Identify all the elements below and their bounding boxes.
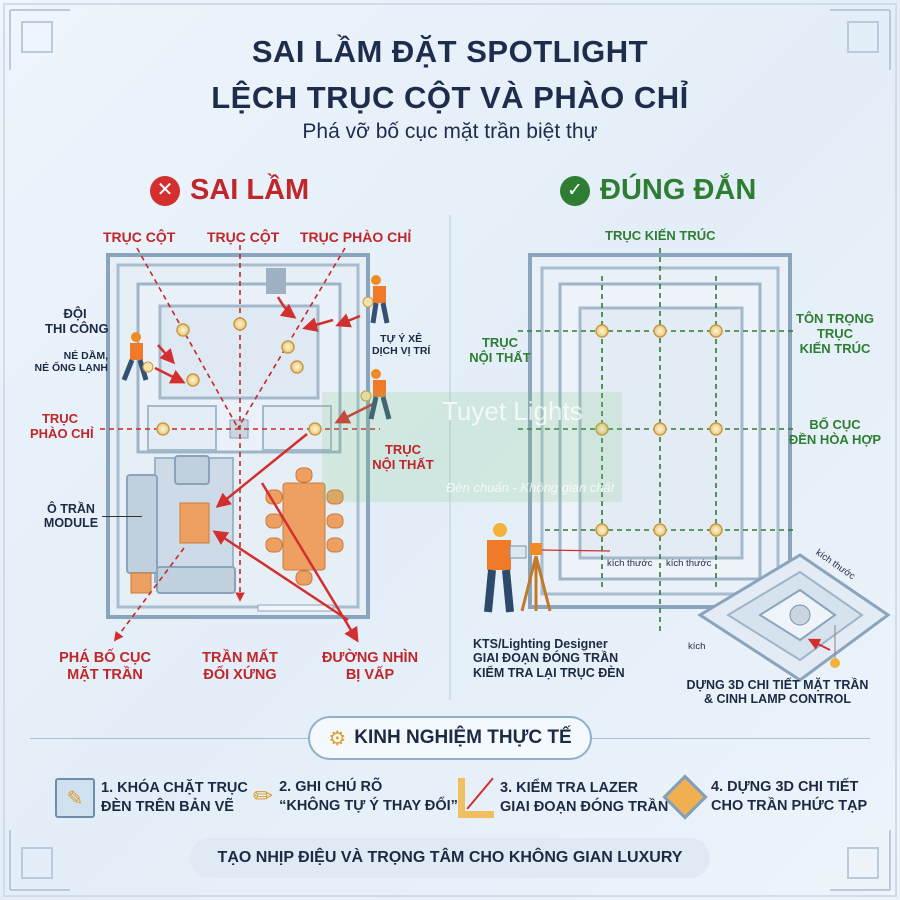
- tip-2: ✏ 2. GHI CHÚ RÕ“KHÔNG TỰ Ý THAY ĐỔI”: [253, 779, 458, 814]
- experience-heading: ⚙ KINH NGHIỆM THỰC TẾ: [308, 716, 592, 760]
- right-heading: ✓ ĐÚNG ĐẮN: [560, 174, 756, 207]
- label-axis-column-1: TRỤC CỘT: [103, 229, 176, 245]
- label-axis-arch: TRỤC KIẾN TRÚC: [605, 228, 716, 243]
- divider-left: [30, 738, 308, 739]
- label-avoid-beams: NÉ DẦM,NÉ ỐNG LẠNH: [34, 350, 109, 375]
- experience-heading-text: KINH NGHIỆM THỰC TẾ: [354, 727, 572, 748]
- blueprint-pencil-icon: ✎: [55, 778, 95, 818]
- dimension-label-2: kích thước: [666, 558, 712, 569]
- right-heading-text: ĐÚNG ĐẮN: [600, 174, 757, 206]
- title-line-2: LỆCH TRỤC CỘT VÀ PHÀO CHỈ: [211, 80, 689, 115]
- dimension-label-4: kích: [688, 641, 706, 652]
- 3d-cube-icon: [662, 774, 708, 820]
- laser-ruler-icon: [458, 777, 494, 818]
- 3d-ceiling-model: [697, 553, 891, 682]
- divider-right: [592, 738, 870, 739]
- misplaced-spotlights: [156, 317, 322, 436]
- model-caption: DỰNG 3D CHI TIẾT MẶT TRẦN& CINH LAMP CON…: [686, 678, 869, 707]
- dimension-label-1: kích thước: [607, 558, 653, 569]
- check-circle-icon: ✓: [560, 175, 590, 206]
- x-circle-icon: ✕: [150, 175, 180, 206]
- correct-floor-plan: [484, 248, 891, 682]
- wrong-heading-text: SAI LẦM: [190, 174, 310, 206]
- footer-banner: TẠO NHỊP ĐIỆU VÀ TRỌNG TÂM CHO KHÔNG GIA…: [190, 838, 710, 878]
- wrong-heading: ✕ SAI LẦM: [150, 174, 309, 207]
- pencil-icon: ✏: [253, 783, 274, 811]
- title-line-1: SAI LẦM ĐẶT SPOTLIGHT: [251, 34, 649, 69]
- gear-hand-icon: ⚙: [328, 727, 347, 750]
- subtitle: Phá vỡ bố cục mặt trần biệt thự: [302, 120, 598, 143]
- module-pointer-line: [102, 516, 142, 517]
- wrong-floor-plan: [100, 245, 392, 643]
- corner-ornaments: [3, 3, 897, 897]
- label-axis-column-2: TRỤC CỘT: [207, 229, 280, 245]
- worker-figures: [121, 275, 392, 420]
- label-axis-molding-top: TRỤC PHÀO CHỈ: [300, 229, 412, 245]
- aligned-spotlights: [595, 324, 723, 537]
- designer-figure: [484, 523, 552, 613]
